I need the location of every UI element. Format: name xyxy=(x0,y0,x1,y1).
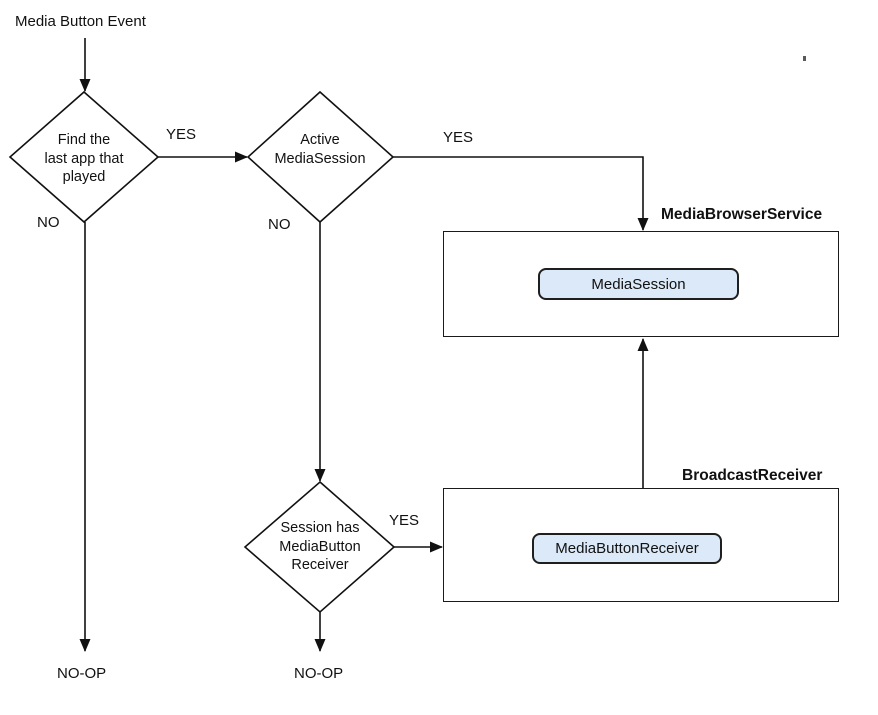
diamond-find-last-app-line1: Find the xyxy=(57,132,111,148)
terminal-noop-middle: NO-OP xyxy=(294,665,344,682)
diamond-session-has-receiver-line3: Receiver xyxy=(291,557,349,573)
mediasession-component-label: MediaSession xyxy=(591,275,686,293)
stray-pixel-artifact xyxy=(803,56,806,61)
diamond-session-has-receiver-line1: Session has xyxy=(280,520,360,536)
start-event-label: Media Button Event xyxy=(15,13,146,30)
diamond-session-has-receiver xyxy=(243,480,396,614)
mediasession-component: MediaSession xyxy=(538,268,739,300)
branch-yes-active-mediasession: YES xyxy=(443,129,474,146)
arrow-yes-active-to-mediabrowserservice xyxy=(393,156,649,231)
diamond-active-mediasession xyxy=(246,90,395,224)
diamond-find-last-app-label: Find the last app that played xyxy=(14,131,154,187)
mediabrowserservice-title: MediaBrowserService xyxy=(661,206,823,223)
diamond-active-mediasession-line1: Active xyxy=(300,132,340,148)
broadcastreceiver-title: BroadcastReceiver xyxy=(682,467,823,484)
mediabuttonreceiver-component: MediaButtonReceiver xyxy=(532,533,722,564)
mediabuttonreceiver-component-label: MediaButtonReceiver xyxy=(555,540,699,557)
diamond-session-has-receiver-label: Session has MediaButton Receiver xyxy=(250,519,390,575)
diamond-find-last-app xyxy=(8,90,160,224)
diamond-find-last-app-line3: played xyxy=(62,169,106,185)
branch-yes-session-has-receiver: YES xyxy=(389,512,420,529)
diamond-active-mediasession-label: Active MediaSession xyxy=(250,131,390,168)
branch-no-find-last-app: NO xyxy=(37,214,60,231)
diamond-session-has-receiver-line2: MediaButton xyxy=(279,538,361,555)
branch-no-active-mediasession: NO xyxy=(268,216,291,233)
branch-yes-find-last-app: YES xyxy=(166,126,197,143)
terminal-noop-left: NO-OP xyxy=(57,665,107,682)
diamond-find-last-app-line2: last app that xyxy=(44,150,124,167)
diamond-active-mediasession-line2: MediaSession xyxy=(274,150,366,167)
